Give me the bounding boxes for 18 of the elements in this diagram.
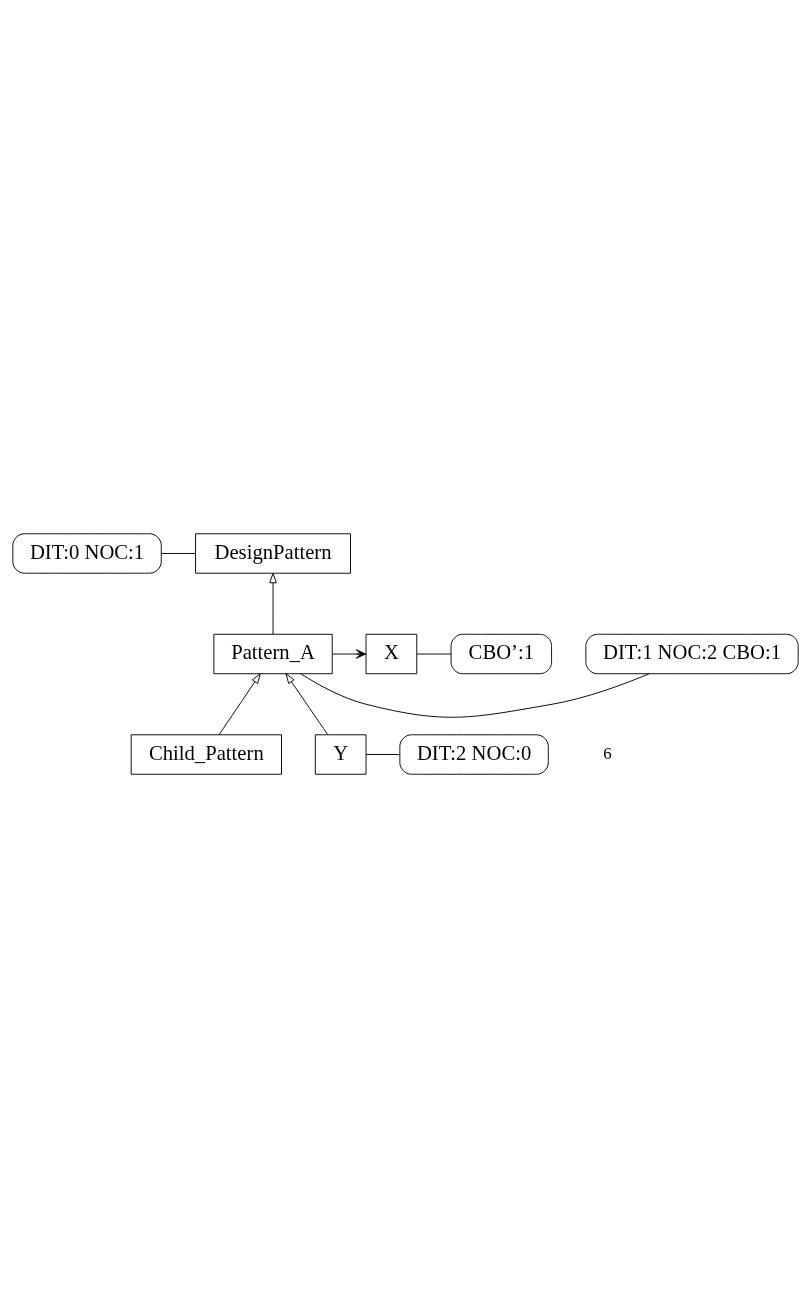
node-box: Pattern_A [213, 633, 333, 674]
node-box: Y [314, 733, 367, 775]
connector [161, 552, 196, 554]
connector [416, 653, 452, 654]
node-box: DIT:1 NOC:2 CBO:1 [585, 633, 799, 674]
arrow [285, 672, 329, 735]
node-box: DIT:0 NOC:1 [12, 532, 162, 574]
arrow [218, 672, 261, 735]
node-box: DIT:2 NOC:0 [399, 733, 549, 775]
node-box: DesignPattern [195, 532, 352, 574]
arrow [332, 648, 367, 659]
node-box: Child_Pattern [130, 733, 282, 775]
label: 6 [603, 743, 612, 763]
node-box: X [365, 633, 418, 674]
connector [300, 672, 650, 718]
node-box: CBO’:1 [450, 633, 553, 674]
arrow [269, 572, 277, 634]
connector [365, 753, 400, 755]
